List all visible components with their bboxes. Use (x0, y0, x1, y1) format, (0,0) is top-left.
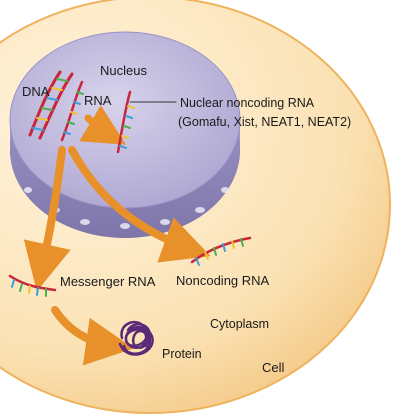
label-noncoding-rna: Noncoding RNA (176, 273, 270, 288)
arrow-rna-to-ncrna (68, 146, 211, 263)
label-rna: RNA (84, 93, 112, 108)
arrow-rna-to-nuclear-ncrna (79, 105, 127, 145)
label-cytoplasm: Cytoplasm (210, 317, 269, 331)
arrows (23, 105, 211, 366)
nuclear-ncrna-strand (116, 90, 177, 154)
ncrna-strand (190, 236, 252, 266)
label-nuclear-ncrna-examples: (Gomafu, Xist, NEAT1, NEAT2) (178, 115, 351, 129)
dna-strands (28, 70, 74, 140)
label-dna: DNA (22, 84, 50, 99)
label-messenger-rna: Messenger RNA (60, 274, 156, 289)
mrna-strand (8, 274, 57, 297)
label-protein: Protein (162, 347, 202, 361)
arrow-mrna-to-protein (51, 306, 134, 366)
label-nuclear-ncrna: Nuclear noncoding RNA (180, 96, 315, 110)
arrow-rna-to-mrna (23, 146, 71, 292)
protein-icon (118, 320, 154, 356)
label-nucleus: Nucleus (100, 63, 147, 78)
rna-strand (60, 80, 84, 142)
label-cell: Cell (262, 360, 285, 375)
